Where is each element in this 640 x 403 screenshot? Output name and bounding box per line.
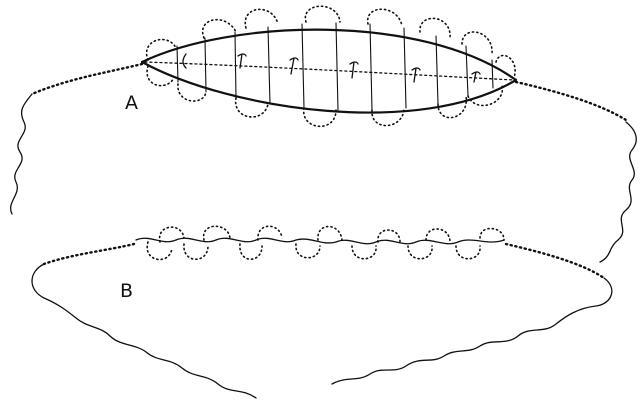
figure-a-left-wavy-thread: [11, 94, 32, 214]
stitch-line: [370, 24, 372, 110]
figure-a-center-line: [145, 62, 514, 80]
knot-mark: [290, 58, 298, 74]
figure-a-label: A: [125, 94, 138, 113]
stitch-line: [336, 23, 338, 110]
suture-loop: [456, 246, 480, 259]
suture-loop: [147, 242, 172, 259]
suture-loop: [245, 9, 278, 28]
figure-b-left-wavy-thread: [32, 264, 256, 398]
stitch-line: [268, 27, 270, 104]
figure-b-label: B: [120, 282, 133, 301]
suture-loop: [184, 244, 208, 259]
stitch-line: [205, 38, 206, 92]
figure-b-incision-line: [136, 238, 504, 243]
suture-loop: [368, 9, 402, 26]
figure-a-lower-wound-edge: [142, 62, 516, 113]
stitch-line: [235, 32, 236, 98]
figure-a-lower-loops: [147, 66, 502, 126]
figure-b-lower-loops: [147, 242, 480, 259]
suture-loop: [408, 246, 432, 259]
suture-loop: [160, 227, 184, 242]
suture-loop: [318, 227, 342, 241]
suture-loop: [296, 244, 320, 258]
stitch-line: [436, 36, 438, 104]
figure-b-right-wavy-thread: [332, 278, 612, 384]
knot-mark: [472, 72, 480, 82]
figure-a-knots: [183, 54, 480, 82]
figure-a-upper-wound-edge: [142, 30, 516, 80]
stitch-line: [404, 28, 406, 108]
figure-a-stitch-lines: [177, 23, 493, 110]
suture-loop: [420, 18, 450, 38]
suture-loop: [305, 6, 340, 22]
stitch-line: [492, 60, 493, 88]
suture-loop: [480, 228, 504, 240]
stitch-line: [177, 46, 178, 82]
figure-b-right-dotted-tail: [506, 244, 604, 278]
suture-loop: [240, 244, 262, 259]
figure-b: [32, 226, 612, 398]
knot-mark: [350, 62, 358, 78]
knot-mark: [183, 54, 186, 68]
stitch-line: [302, 24, 304, 108]
figure-a-right-dotted-tail: [516, 82, 626, 120]
suture-loop: [352, 246, 376, 259]
suture-loop: [496, 55, 515, 78]
figure-a: [11, 6, 637, 262]
figure-a-right-wavy-thread: [600, 122, 636, 262]
figure-b-left-dotted-tail: [44, 244, 134, 264]
figure-b-upper-loops: [160, 226, 504, 242]
figure-a-left-dotted-tail: [32, 64, 142, 94]
